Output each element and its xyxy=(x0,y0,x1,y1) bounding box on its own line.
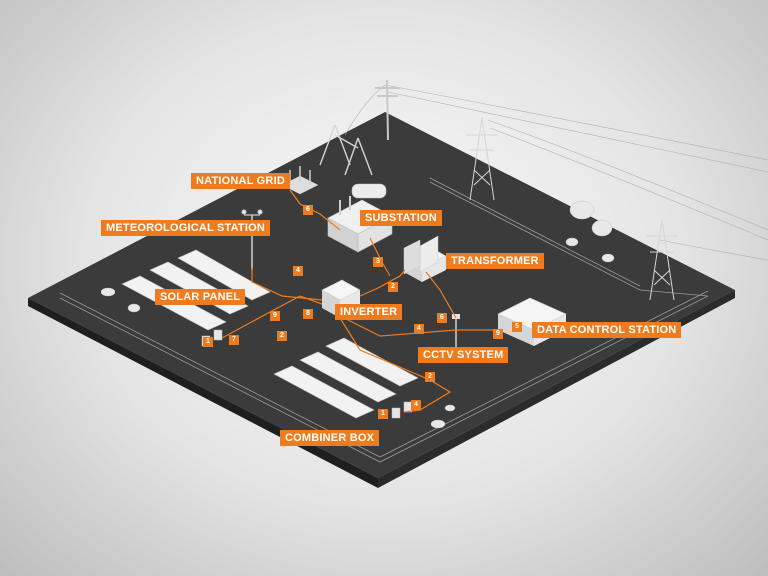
marker-data-control: 5 xyxy=(512,322,522,332)
national-grid-equipment xyxy=(281,166,319,195)
marker-meteorological: 4 xyxy=(293,266,303,276)
marker-cctv: 6 xyxy=(437,313,447,323)
inverter-label: INVERTER xyxy=(335,304,403,320)
data-control-station-label: DATA CONTROL STATION xyxy=(532,322,682,338)
utility-pole xyxy=(375,79,400,141)
national-grid-label: NATIONAL GRID xyxy=(191,173,290,189)
ground-platform xyxy=(28,112,735,488)
perimeter-fence xyxy=(59,177,709,463)
marker-lower-array: 2 xyxy=(425,372,435,382)
power-lines xyxy=(344,84,768,261)
solar-panel-label: SOLAR PANEL xyxy=(155,289,246,305)
cctv-system-label: CCTV SYSTEM xyxy=(418,347,509,363)
marker-national-grid: 6 xyxy=(303,205,313,215)
marker-combiner-1: 1 xyxy=(378,409,388,419)
trees xyxy=(100,200,615,429)
marker-solar-inverter: 2 xyxy=(277,331,287,341)
marker-transformer: 2 xyxy=(388,282,398,292)
marker-inverter: 8 xyxy=(303,309,313,319)
marker-solar-combiner-1: 1 xyxy=(203,337,213,347)
cctv-pole xyxy=(452,314,460,350)
substation-label: SUBSTATION xyxy=(360,210,442,226)
transformer-label: TRANSFORMER xyxy=(446,253,544,269)
marker-data-control-9: 9 xyxy=(493,329,503,339)
marker-solar-combiner-7: 7 xyxy=(229,335,239,345)
marker-cctv-2: 4 xyxy=(411,400,421,410)
marker-substation: 3 xyxy=(373,257,383,267)
meteorological-station-label: METEOROLOGICAL STATION xyxy=(101,220,271,236)
national-grid-gantry xyxy=(319,124,373,176)
transmission-tower-2 xyxy=(646,219,678,301)
combiner-box-label: COMBINER BOX xyxy=(280,430,380,446)
transformer-equipment xyxy=(403,235,447,282)
transmission-tower-1 xyxy=(466,117,498,201)
marker-inverter-cctv: 4 xyxy=(414,324,424,334)
marker-solar-combiner: 9 xyxy=(270,311,280,321)
solar-array-lower xyxy=(273,337,419,419)
